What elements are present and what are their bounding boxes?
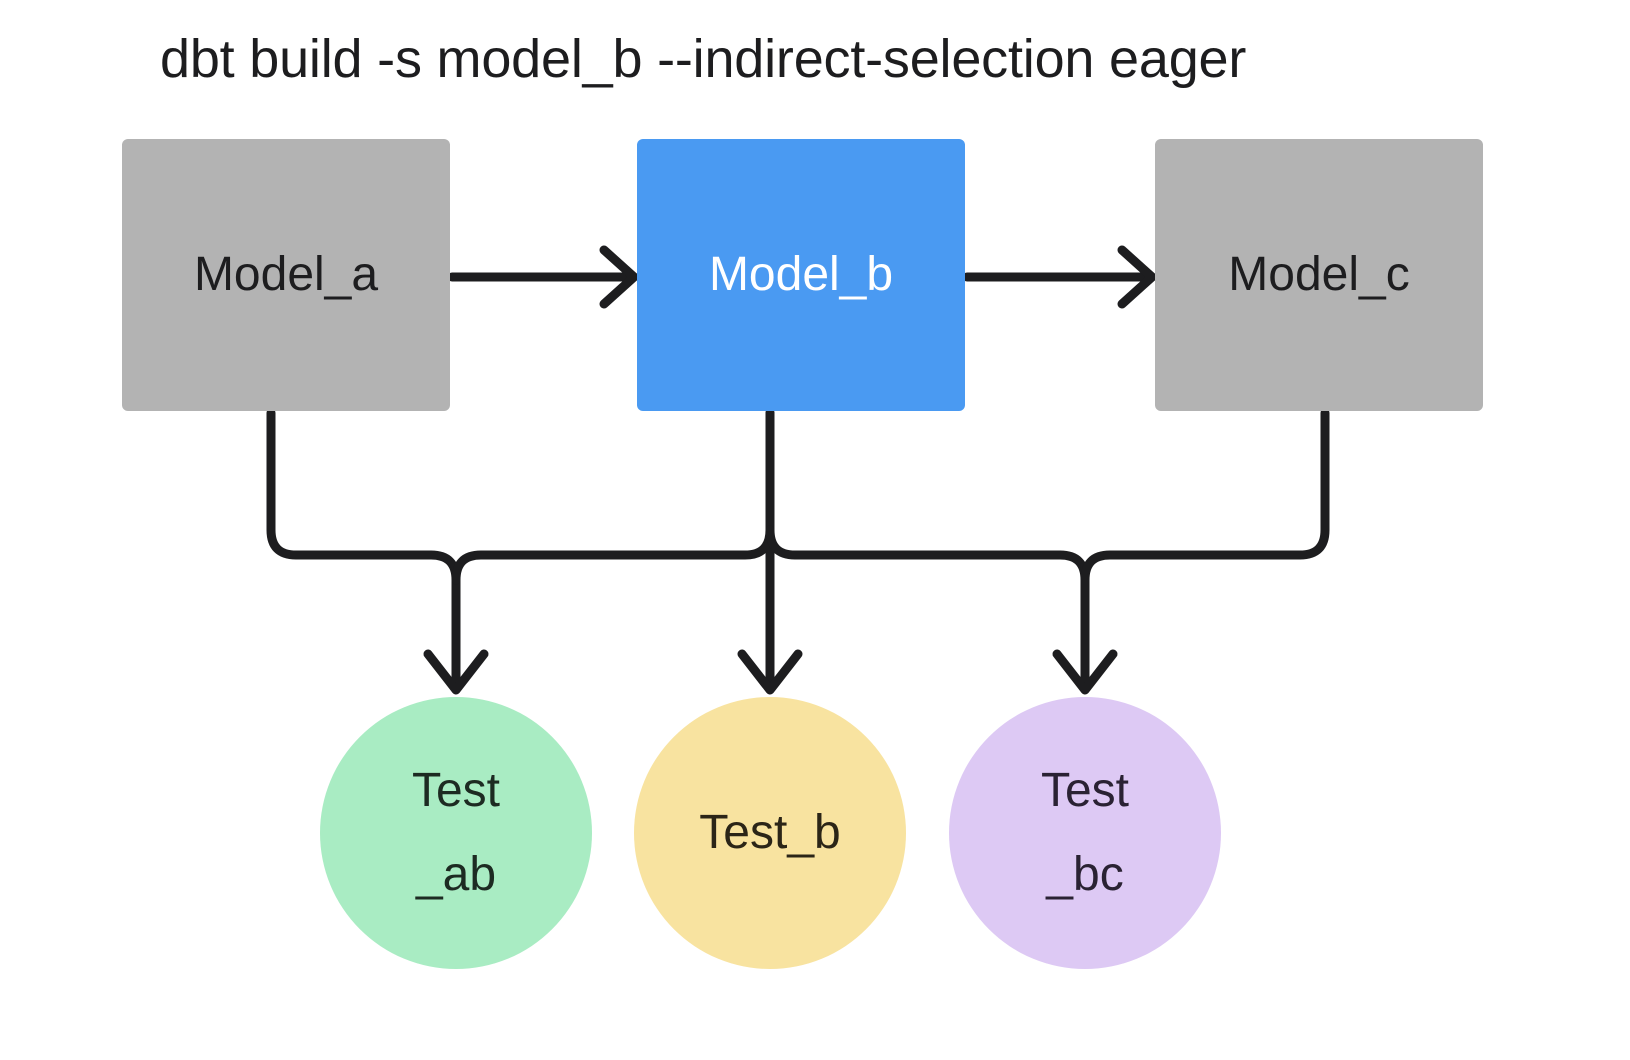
node-test-ab[interactable]	[320, 697, 592, 969]
diagram-title: dbt build -s model_b --indirect-selectio…	[160, 29, 1247, 89]
node-model-b[interactable]	[637, 139, 965, 411]
node-test-b[interactable]	[634, 697, 906, 969]
node-model-c[interactable]	[1155, 139, 1483, 411]
arrowhead-icon	[1052, 649, 1118, 695]
edge-model-b-to-test-ab	[451, 408, 775, 585]
edge-model-b-to-test-bc	[765, 525, 1090, 585]
edge-model-a-to-model-b	[447, 245, 639, 309]
arrowhead-icon	[423, 649, 489, 695]
edge-model-c-to-test-bc	[1052, 408, 1330, 695]
node-model-a[interactable]	[122, 139, 450, 411]
edge-model-a-to-test-ab	[266, 408, 489, 695]
arrowhead-icon	[737, 649, 803, 695]
node-test-bc[interactable]	[949, 697, 1221, 969]
edge-model-b-to-model-c	[962, 245, 1157, 309]
arrowhead-icon	[599, 245, 639, 309]
arrowhead-icon	[1117, 245, 1157, 309]
